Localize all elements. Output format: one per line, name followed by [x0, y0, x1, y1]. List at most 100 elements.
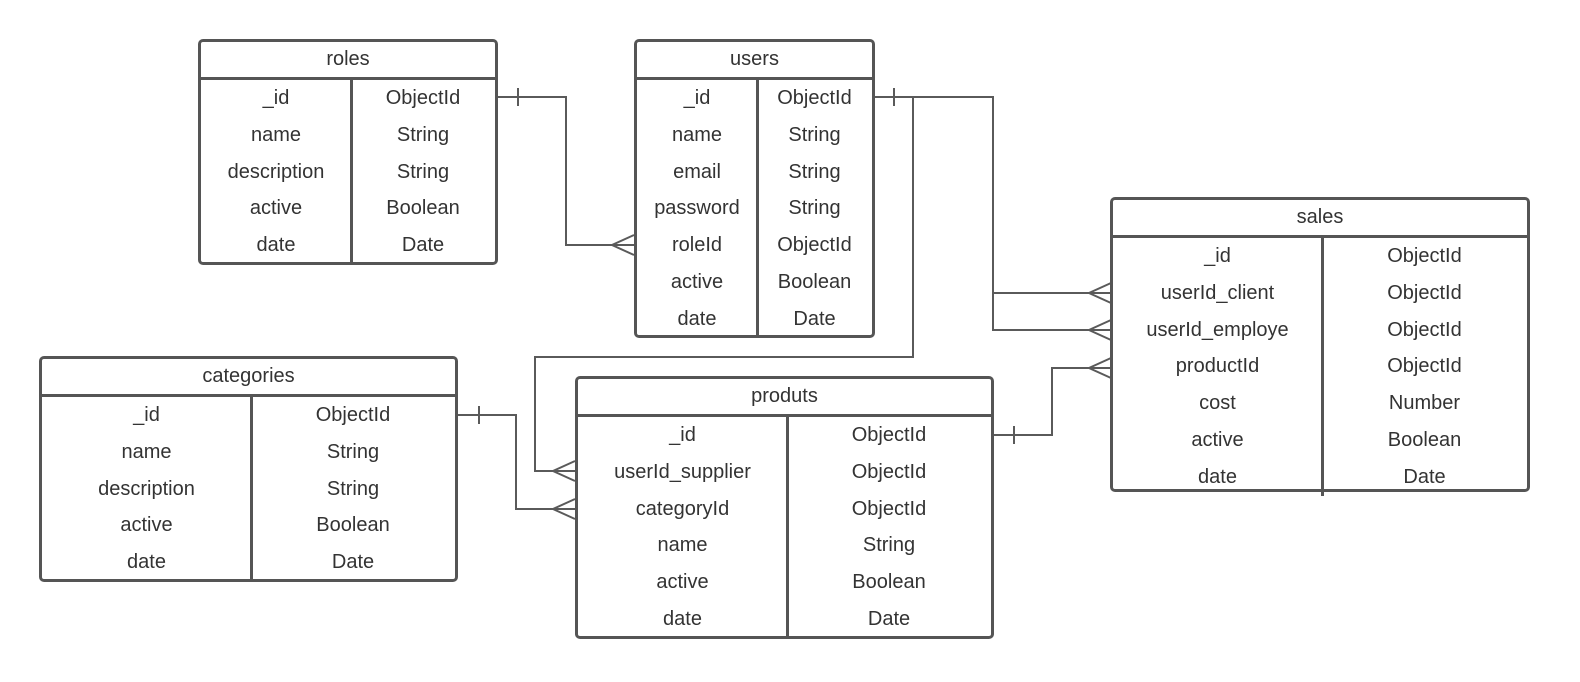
relationship-categories-produts — [458, 406, 576, 520]
field-type: String — [788, 123, 841, 146]
field-type: ObjectId — [851, 424, 927, 446]
field-type: Date — [867, 607, 911, 630]
entity-title-roles: roles — [201, 42, 495, 80]
field-name: userId_employe — [1146, 318, 1289, 341]
many-marker-sales-employe — [1086, 319, 1112, 341]
field-type: Number — [1388, 392, 1461, 415]
field-name: date — [1198, 465, 1237, 488]
relationship-users-sales — [874, 88, 1112, 341]
field-name: name — [121, 440, 172, 463]
field-type: Date — [401, 234, 445, 257]
field-type: Boolean — [852, 571, 926, 594]
field-type: Boolean — [777, 270, 852, 293]
many-marker-produts-category — [550, 498, 576, 520]
field-name: name — [250, 123, 302, 146]
field-name-column: _id userId_supplier categoryId name active da… — [578, 417, 787, 638]
relationship-users-produts — [534, 96, 914, 482]
field-name: userId_client — [1160, 281, 1275, 304]
column-divider — [249, 397, 253, 581]
entity-title-categories: categories — [42, 359, 455, 397]
field-name: roleId — [671, 234, 723, 257]
field-type: Date — [793, 307, 836, 330]
entity-title-sales: sales — [1113, 200, 1527, 238]
entity-fields-produts: _id userId_supplier categoryId name active da… — [578, 417, 991, 638]
field-name: _id — [669, 424, 696, 446]
field-name: active — [670, 270, 724, 293]
connector-categories-produts — [458, 414, 575, 510]
column-divider — [785, 417, 789, 638]
field-name: name — [671, 123, 723, 146]
field-type: ObjectId — [851, 460, 927, 483]
many-marker-sales-client — [1086, 282, 1112, 304]
field-type: ObjectId — [315, 404, 391, 426]
field-type: String — [788, 197, 841, 220]
field-type: ObjectId — [1387, 318, 1462, 341]
field-name: date — [127, 551, 166, 574]
field-name: active — [1191, 428, 1244, 451]
field-name: email — [673, 160, 721, 183]
field-name: password — [654, 197, 740, 220]
field-name: _id — [262, 87, 290, 109]
field-type: String — [396, 123, 450, 146]
field-name: userId_supplier — [614, 460, 751, 483]
field-name: _id — [683, 87, 711, 109]
field-name: active — [249, 197, 303, 220]
column-divider — [1320, 238, 1324, 496]
field-type: String — [396, 160, 450, 183]
field-type: ObjectId — [1387, 245, 1462, 267]
field-type: ObjectId — [385, 87, 461, 109]
entity-title-users: users — [637, 42, 872, 80]
field-name: _id — [1204, 245, 1231, 267]
connector-roles-users — [498, 96, 634, 246]
field-type: Boolean — [386, 197, 460, 220]
field-type: ObjectId — [777, 234, 852, 257]
relationship-produts-sales — [994, 357, 1112, 444]
connector-users-produts — [534, 96, 914, 472]
column-divider — [349, 80, 353, 264]
field-type: String — [862, 534, 916, 557]
entity-title-produts: produts — [578, 379, 991, 417]
many-marker-produts-supplier — [550, 460, 576, 482]
field-name: date — [256, 234, 296, 257]
field-type: ObjectId — [777, 87, 852, 109]
connector-produts-sales — [994, 367, 1111, 436]
field-name: active — [656, 571, 709, 594]
field-name: name — [657, 534, 708, 557]
field-type: String — [326, 440, 380, 463]
relationship-roles-users — [498, 88, 635, 256]
field-type: String — [326, 477, 380, 500]
field-type: String — [788, 160, 841, 183]
connector-users-sales-employe — [992, 293, 1111, 331]
many-marker-sales-product — [1086, 357, 1112, 379]
column-divider — [755, 80, 759, 338]
connector-users-sales-client — [874, 96, 1111, 294]
field-name: date — [677, 307, 717, 330]
field-name: date — [663, 607, 702, 630]
field-name: _id — [133, 404, 160, 426]
field-name: description — [98, 477, 195, 500]
field-type: ObjectId — [1387, 281, 1462, 304]
field-name: categoryId — [635, 497, 730, 520]
field-type: ObjectId — [1387, 355, 1462, 378]
many-marker-users-roleid — [609, 234, 635, 256]
field-name: description — [227, 160, 325, 183]
entity-produts: produts _id userId_supplier categoryId name a… — [575, 376, 994, 639]
